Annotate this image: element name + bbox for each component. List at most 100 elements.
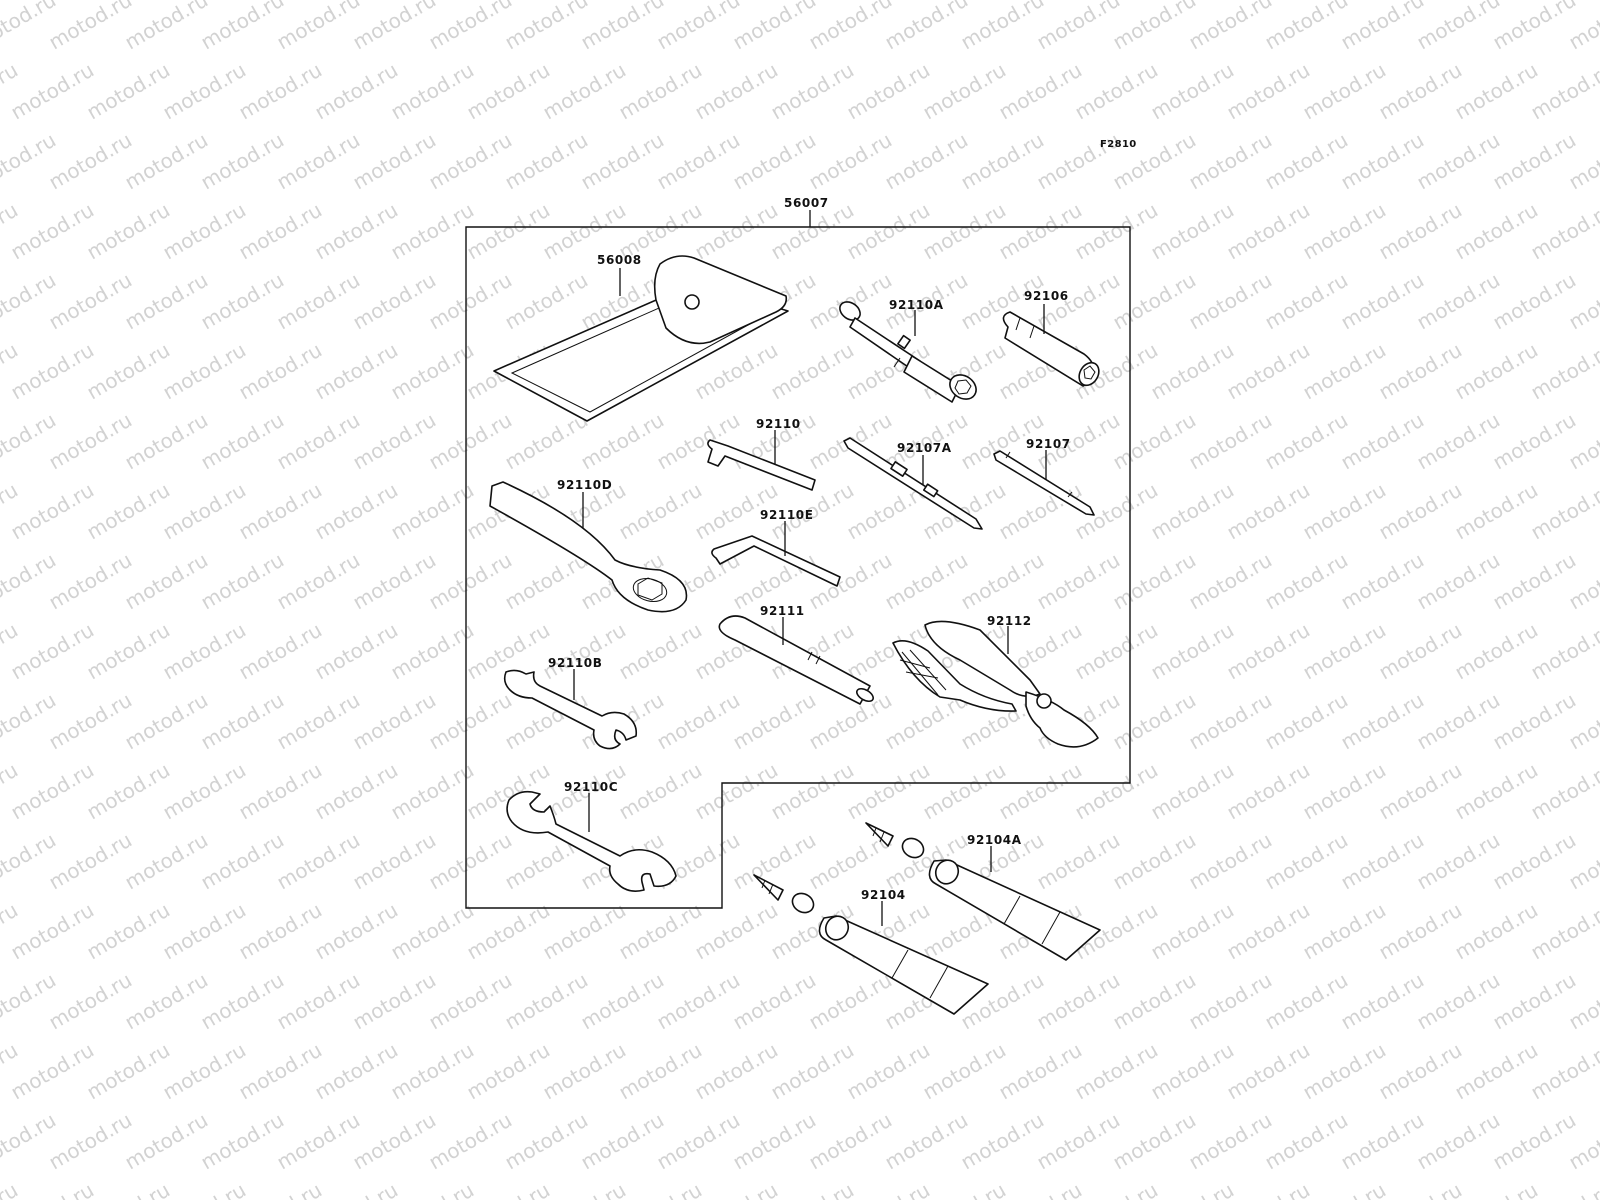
watermark-text: motod.ru xyxy=(197,268,288,335)
watermark-text: motod.ru xyxy=(349,828,440,895)
watermark-text: motod.ru xyxy=(197,548,288,615)
watermark-text: motod.ru xyxy=(729,828,820,895)
watermark-text: motod.ru xyxy=(691,1038,782,1105)
watermark-text: motod.ru xyxy=(7,338,98,405)
watermark-text: motod.ru xyxy=(7,478,98,545)
watermark-text: motod.ru xyxy=(615,58,706,125)
watermark-text: motod.ru xyxy=(1337,968,1428,1035)
watermark-text: motod.ru xyxy=(805,548,896,615)
watermark-text: motod.ru xyxy=(197,128,288,195)
watermark-text: motod.ru xyxy=(995,198,1086,265)
watermark-text: motod.ru xyxy=(1527,338,1600,405)
watermark-text: motod.ru xyxy=(273,408,364,475)
watermark-text: motod.ru xyxy=(1489,548,1580,615)
watermark-text: motod.ru xyxy=(1337,828,1428,895)
watermark-text: motod.ru xyxy=(767,338,858,405)
watermark-text: motod.ru xyxy=(1071,618,1162,685)
watermark-text: motod.ru xyxy=(1451,198,1542,265)
watermark-text: motod.ru xyxy=(1451,1038,1542,1105)
watermark-text: motod.ru xyxy=(1261,408,1352,475)
watermark-text: motod.ru xyxy=(45,268,136,335)
watermark-text: motod.ru xyxy=(83,478,174,545)
label-92107A: 92107A xyxy=(897,441,952,455)
watermark-text: motod.ru xyxy=(197,1108,288,1175)
watermark-text: motod.ru xyxy=(387,758,478,825)
watermark-text: motod.ru xyxy=(45,828,136,895)
watermark-text: motod.ru xyxy=(159,758,250,825)
watermark-text: motod.ru xyxy=(995,58,1086,125)
watermark-text: motod.ru xyxy=(843,758,934,825)
watermark-text: motod.ru xyxy=(1337,1108,1428,1175)
watermark-text: motod.ru xyxy=(1033,128,1124,195)
watermark-text: motod.ru xyxy=(1413,968,1504,1035)
watermark-text: motod.ru xyxy=(501,408,592,475)
watermark-text: motod.ru xyxy=(1489,408,1580,475)
label-56007: 56007 xyxy=(784,196,829,210)
watermark-text: motod.ru xyxy=(729,128,820,195)
open-wrench-large xyxy=(506,790,677,892)
watermark-text: motod.ru xyxy=(1261,268,1352,335)
watermark-text: motod.ru xyxy=(425,828,516,895)
watermark-text: motod.ru xyxy=(691,758,782,825)
watermark-text: motod.ru xyxy=(1147,1038,1238,1105)
watermark-text: motod.ru xyxy=(235,1038,326,1105)
watermark-text: motod.ru xyxy=(197,968,288,1035)
watermark-text: motod.ru xyxy=(1451,338,1542,405)
watermark-text: motod.ru xyxy=(1413,268,1504,335)
watermark-text: motod.ru xyxy=(1451,58,1542,125)
watermark-text: motod.ru xyxy=(1337,688,1428,755)
watermark-text: motod.ru xyxy=(1337,408,1428,475)
watermark-text: motod.ru xyxy=(1451,478,1542,545)
watermark-text: motod.ru xyxy=(1071,1038,1162,1105)
watermark-text: motod.ru xyxy=(919,58,1010,125)
label-92110A: 92110A xyxy=(889,298,944,312)
watermark-text: motod.ru xyxy=(615,478,706,545)
watermark-text: motod.ru xyxy=(1185,688,1276,755)
watermark-text: motod.ru xyxy=(1261,688,1352,755)
watermark-text: motod.ru xyxy=(1527,1038,1600,1105)
grease-tube xyxy=(753,874,989,1015)
watermark-text: motod.ru xyxy=(7,898,98,965)
watermark-text: motod.ru xyxy=(1185,968,1276,1035)
watermark-text: motod.ru xyxy=(121,128,212,195)
watermark-text: motod.ru xyxy=(235,618,326,685)
watermark-text: motod.ru xyxy=(577,1108,668,1175)
watermark-text: motod.ru xyxy=(615,618,706,685)
watermark-text: motod.ru xyxy=(1527,758,1600,825)
label-92112: 92112 xyxy=(987,614,1032,628)
watermark-text: motod.ru xyxy=(425,1108,516,1175)
watermark-text: motod.ru xyxy=(1375,478,1466,545)
watermark-text: motod.ru xyxy=(121,968,212,1035)
watermark-text: motod.ru xyxy=(121,548,212,615)
label-92106: 92106 xyxy=(1024,289,1069,303)
watermark-text: motod.ru xyxy=(425,408,516,475)
watermark-text: motod.ru xyxy=(957,548,1048,615)
watermark-text: motod.ru xyxy=(425,128,516,195)
watermark-text: motod.ru xyxy=(45,128,136,195)
watermark-text: motod.ru xyxy=(1033,828,1124,895)
watermark-text: motod.ru xyxy=(843,58,934,125)
screwdriver-bit-short xyxy=(993,450,1095,516)
watermark-text: motod.ru xyxy=(311,198,402,265)
watermark-text: motod.ru xyxy=(1223,338,1314,405)
watermark-text: motod.ru xyxy=(273,828,364,895)
driver-handle xyxy=(1002,311,1100,387)
watermark-text: motod.ru xyxy=(1109,688,1200,755)
watermark-text: motod.ru xyxy=(805,128,896,195)
watermark-text: motod.ru xyxy=(995,758,1086,825)
watermark-text: motod.ru xyxy=(1147,338,1238,405)
watermark-text: motod.ru xyxy=(121,688,212,755)
watermark-text: motod.ru xyxy=(387,338,478,405)
watermark-text: motod.ru xyxy=(1299,198,1390,265)
watermark-text: motod.ru xyxy=(919,198,1010,265)
watermark-text: motod.ru xyxy=(1451,758,1542,825)
watermark-text: motod.ru xyxy=(7,198,98,265)
watermark-text: motod.ru xyxy=(1375,338,1466,405)
watermark-text: motod.ru xyxy=(1527,198,1600,265)
watermark-text: motod.ru xyxy=(1147,58,1238,125)
watermark-text: motod.ru xyxy=(197,408,288,475)
watermark-text: motod.ru xyxy=(729,968,820,1035)
watermark-text: motod.ru xyxy=(1337,268,1428,335)
label-92104A: 92104A xyxy=(967,833,1022,847)
watermark-text: motod.ru xyxy=(691,58,782,125)
